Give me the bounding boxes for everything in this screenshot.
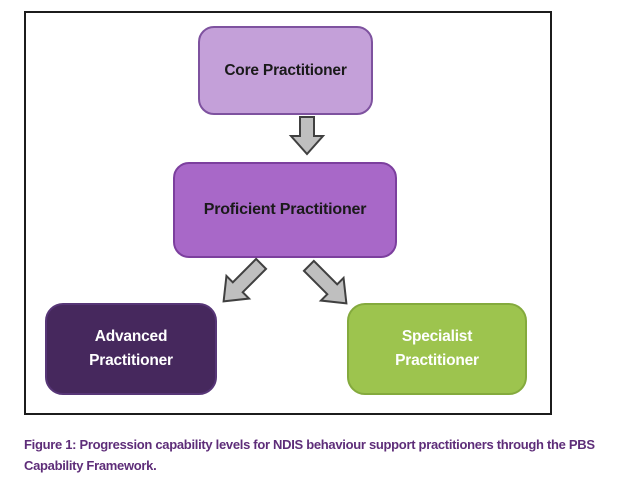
arrow-down-shape bbox=[288, 116, 326, 156]
arrow-down-right-icon bbox=[302, 259, 348, 305]
node-core-practitioner: Core Practitioner bbox=[198, 26, 373, 115]
node-advanced-practitioner-label: Advanced Practitioner bbox=[89, 327, 173, 369]
node-proficient-practitioner-label: Proficient Practitioner bbox=[203, 201, 367, 218]
node-specialist-practitioner-label: Specialist Practitioner bbox=[395, 327, 479, 369]
node-core-practitioner-label: Core Practitioner bbox=[224, 61, 347, 79]
arrow-down-left-icon bbox=[222, 257, 268, 303]
node-proficient-practitioner: Proficient Practitioner bbox=[173, 162, 397, 258]
arrow-down-icon bbox=[288, 116, 326, 156]
node-specialist-practitioner: Specialist Practitioner bbox=[347, 303, 527, 395]
arrow-down-left-shape bbox=[222, 257, 268, 303]
node-advanced-practitioner: Advanced Practitioner bbox=[45, 303, 217, 395]
figure-caption: Figure 1: Progression capability levels … bbox=[24, 437, 595, 474]
arrow-down-right-shape bbox=[302, 259, 348, 305]
